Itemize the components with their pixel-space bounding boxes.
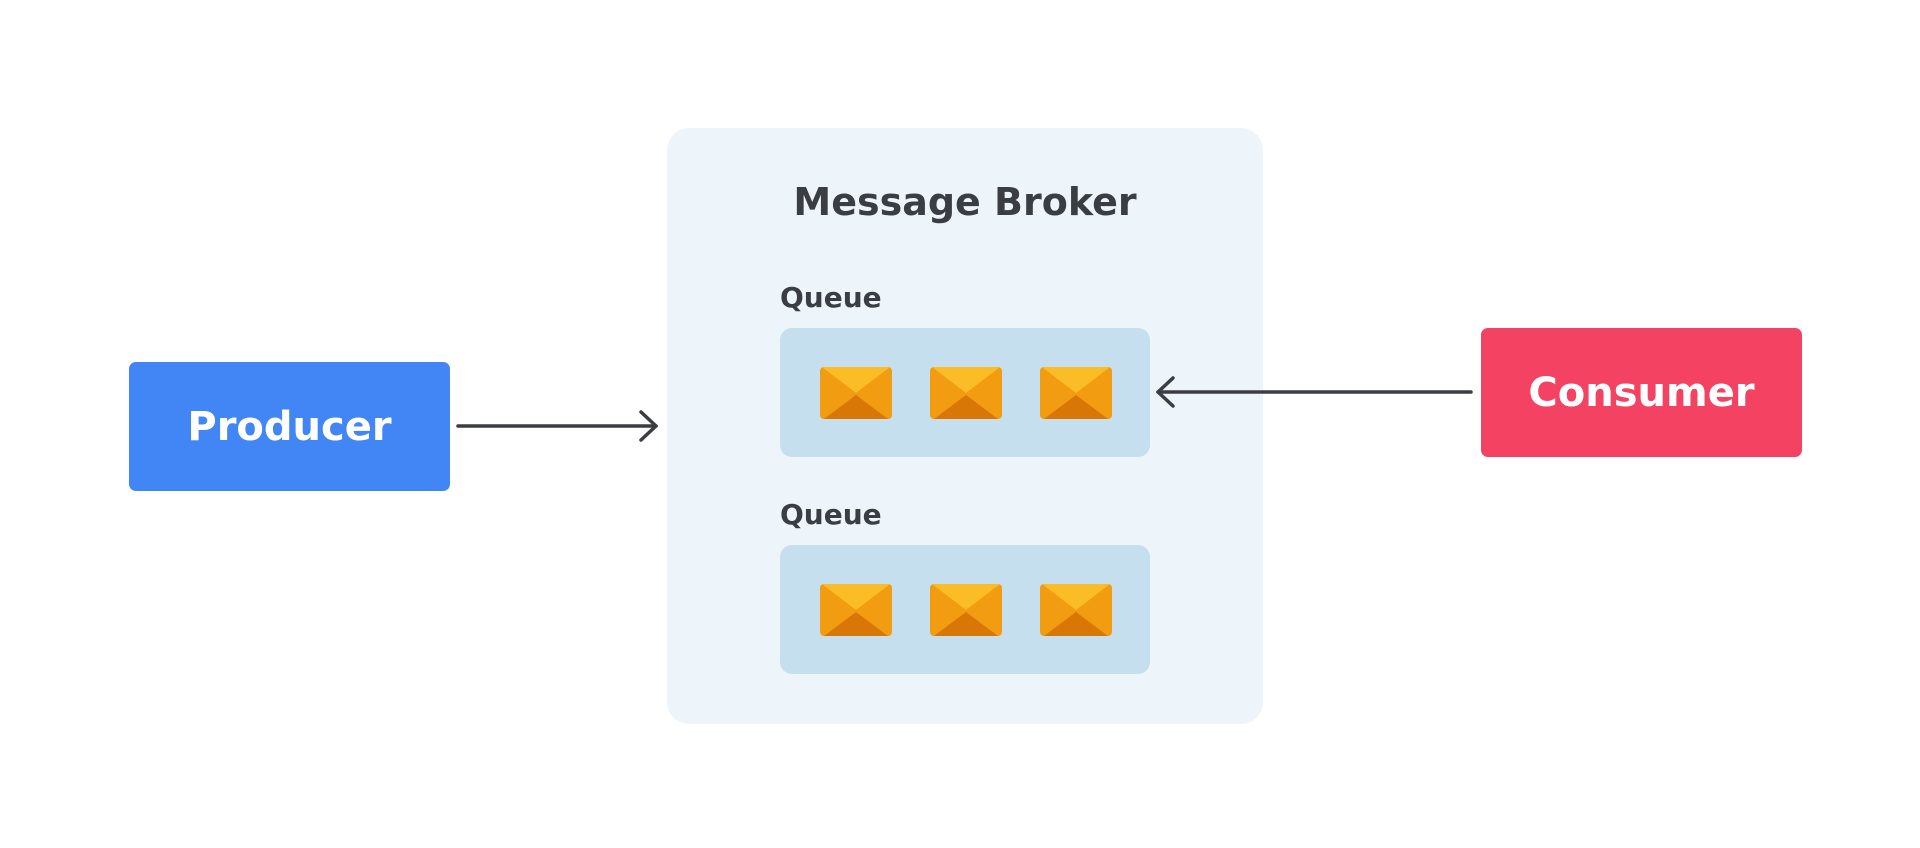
queue-2[interactable] — [780, 545, 1150, 674]
envelope-icon — [1040, 367, 1112, 419]
queue-label: Queue — [780, 281, 882, 314]
envelope-icon — [820, 584, 892, 636]
envelope-icon — [1040, 584, 1112, 636]
envelope-icon — [930, 367, 1002, 419]
broker-title: Message Broker — [793, 180, 1137, 224]
envelope-icon — [930, 584, 1002, 636]
consumer-label: Consumer — [1528, 369, 1755, 416]
producer-label: Producer — [187, 403, 392, 450]
consumer-node[interactable]: Consumer — [1481, 328, 1802, 457]
message-broker: Message Broker Queue Queue — [667, 128, 1263, 724]
envelope-icon — [820, 367, 892, 419]
queue-label: Queue — [780, 498, 882, 531]
producer-node[interactable]: Producer — [129, 362, 450, 491]
arrow-producer-to-broker — [456, 410, 658, 442]
queue-1[interactable] — [780, 328, 1150, 457]
